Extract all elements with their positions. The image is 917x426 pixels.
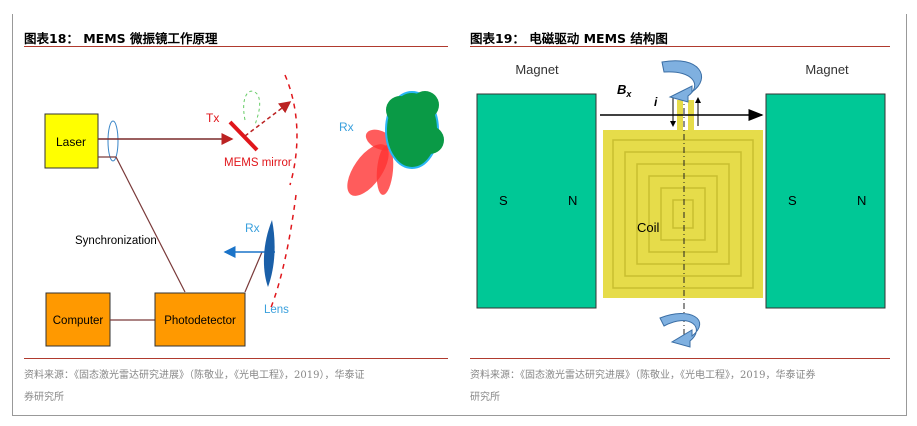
mirror-label: MEMS mirror [224, 157, 292, 169]
magnet-right-label: Magnet [805, 62, 849, 77]
source-note: 资料来源：《固态激光雷达研究进展》（陈敬业，《光电工程》，2019），华泰证 券… [24, 365, 448, 409]
n-pole-right: N [857, 193, 866, 208]
rx-lobes [347, 91, 444, 196]
source-line-2: 研究所 [470, 392, 500, 403]
receiver-lens [263, 220, 275, 287]
title-rule [470, 46, 890, 47]
source-line-1: 资料来源：《固态激光雷达研究进展》（陈敬业，《光电工程》，2019，华泰证券 [470, 370, 816, 381]
laser-box [44, 113, 99, 169]
coil-label: Coil [637, 220, 660, 235]
source-line-2: 券研究所 [24, 392, 64, 403]
lens-ellipse [107, 120, 119, 162]
figure-title: 图表18： MEMS 微振镜工作原理 [24, 31, 218, 46]
figure-title: 图表19： 电磁驱动 MEMS 结构图 [470, 31, 668, 46]
source-rule [470, 358, 890, 359]
bx-label: Bx [617, 82, 632, 99]
tx-label: Tx [206, 111, 219, 125]
photodetector-box [154, 292, 246, 347]
page-frame [12, 14, 907, 416]
computer-label: Computer [53, 315, 104, 327]
lens-label: Lens [264, 304, 289, 316]
s-pole-left: S [499, 193, 508, 208]
laser-label: Laser [56, 135, 86, 149]
source-line-1: 资料来源：《固态激光雷达研究进展》（陈敬业，《光电工程》，2019），华泰证 [24, 370, 365, 381]
rotation-arrow-top [661, 60, 703, 103]
rotation-arrow-bottom [659, 313, 701, 348]
title-rule [24, 46, 448, 47]
electromagnetic-mems-diagram: Magnet Magnet S N S N Coil Bx i [476, 60, 886, 348]
current-label: i [654, 95, 658, 109]
n-pole-left: N [568, 193, 577, 208]
mems-mirror [228, 120, 259, 152]
source-note: 资料来源：《固态激光雷达研究进展》（陈敬业，《光电工程》，2019，华泰证券 研… [470, 365, 890, 409]
coil [603, 100, 763, 298]
mems-mirror-diagram: Laser Tx MEMS mirror Rx Synchronization … [44, 74, 444, 347]
rx-label: Rx [245, 221, 260, 235]
magnet-right [765, 93, 886, 309]
rx-top-label: Rx [339, 120, 354, 134]
s-pole-right: S [788, 193, 797, 208]
figure-19: 图表19： 电磁驱动 MEMS 结构图 Magnet Magnet S N S … [470, 22, 890, 412]
sync-label: Synchronization [75, 235, 157, 247]
figure-18: 图表18： MEMS 微振镜工作原理 Laser Tx MEMS mirror … [24, 22, 448, 412]
magnet-left-label: Magnet [515, 62, 559, 77]
photodetector-label: Photodetector [164, 315, 236, 327]
magnet-left [476, 93, 597, 309]
source-rule [24, 358, 448, 359]
